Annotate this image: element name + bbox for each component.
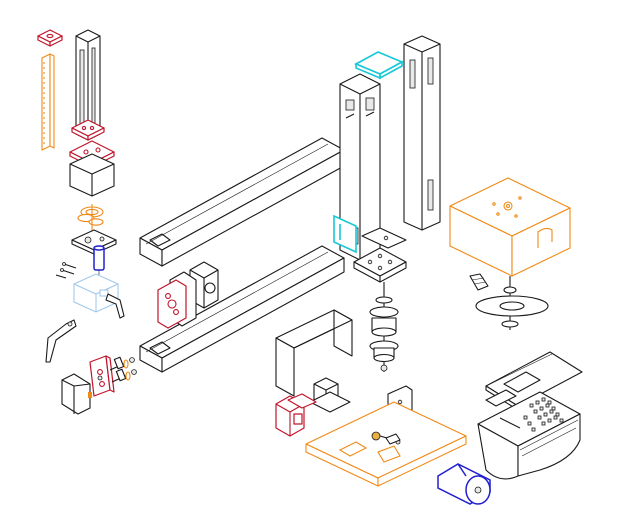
base-plate [353, 227, 407, 283]
red-plate [71, 119, 105, 141]
transformer-small [309, 377, 351, 413]
keypad-keys [523, 397, 564, 432]
tall-column-right [403, 35, 441, 231]
orange-housing [449, 177, 571, 277]
red-hinge-plate [89, 355, 115, 397]
orange-strip [41, 53, 55, 151]
square-cap [37, 29, 63, 47]
red-transformer [275, 393, 317, 437]
long-channel-top [139, 137, 345, 267]
red-flange-plate [157, 279, 187, 329]
blue-motor [437, 463, 491, 505]
gear-set [77, 204, 104, 232]
turntable [469, 273, 549, 330]
light-blue-block [73, 273, 119, 313]
blue-capacitor [93, 245, 105, 276]
orange-base-board [305, 401, 467, 487]
black-handles [45, 293, 125, 363]
keypad-housing [477, 389, 581, 480]
long-channel-bottom [139, 245, 345, 373]
u-bracket [275, 309, 353, 397]
cyan-cap [354, 51, 404, 80]
cyan-window [333, 214, 357, 254]
black-relay [61, 373, 92, 415]
bracket-plate [71, 229, 117, 255]
pins [55, 262, 77, 279]
shaft-assembly [369, 282, 399, 372]
open-box [69, 153, 115, 197]
connectors [109, 356, 137, 383]
